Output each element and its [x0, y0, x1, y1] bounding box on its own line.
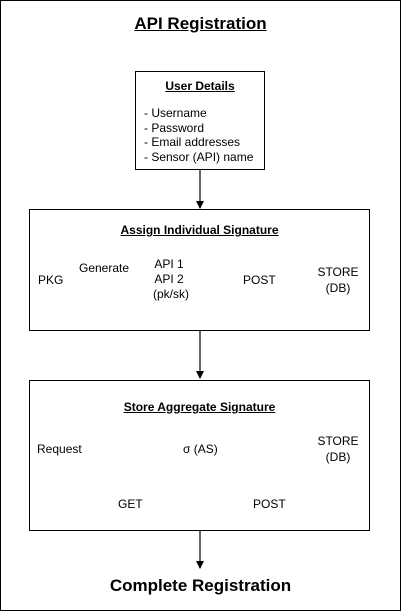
- user-details-box: User Details - Username - Password - Ema…: [135, 71, 265, 170]
- post-agg-label: POST: [253, 497, 286, 511]
- user-details-item-username: - Username: [144, 106, 207, 120]
- aggregate-signature-box: Store Aggregate Signature: [29, 380, 370, 531]
- store-label: STORE: [317, 265, 359, 279]
- page-title: API Registration: [134, 14, 267, 33]
- store-db-label: (DB): [325, 281, 351, 295]
- aggregate-signature-title: Store Aggregate Signature: [123, 400, 276, 414]
- get-label: GET: [118, 497, 143, 511]
- store-agg-db-label: (DB): [325, 450, 351, 464]
- assign-signature-title: Assign Individual Signature: [120, 223, 279, 237]
- pkg-label: PKG: [38, 273, 64, 287]
- sigma-label: σ (AS): [183, 442, 218, 456]
- post-label: POST: [243, 273, 276, 287]
- keys-label: (pk/sk): [153, 287, 189, 301]
- api2-label: API 2: [154, 272, 184, 286]
- user-details-item-password: - Password: [144, 121, 205, 135]
- user-details-item-email: - Email addresses: [144, 135, 241, 149]
- request-label: Request: [37, 442, 82, 456]
- complete-registration-title: Complete Registration: [109, 576, 292, 595]
- store-agg-label: STORE: [317, 434, 359, 448]
- assign-signature-box: Assign Individual Signature: [29, 209, 370, 331]
- generate-label: Generate: [79, 261, 130, 275]
- api1-label: API 1: [154, 257, 184, 271]
- user-details-item-sensor: - Sensor (API) name: [144, 150, 254, 164]
- user-details-title: User Details: [165, 79, 235, 93]
